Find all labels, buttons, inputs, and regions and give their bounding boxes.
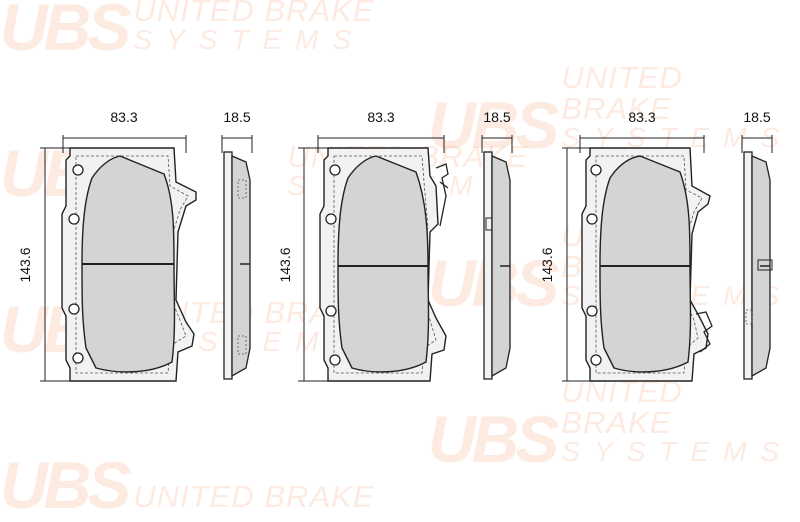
pad-3-wear-indicator [695, 311, 713, 353]
pad-3-group: 83.3 18.5 143.6 [539, 109, 773, 382]
pad-3-height-dimension [562, 147, 592, 382]
pad-1-thickness-dimension [221, 135, 253, 153]
pad-3-width-label: 83.3 [628, 109, 655, 125]
pad-2-wear-indicator [435, 163, 449, 227]
pad-1-thickness-label: 18.5 [223, 109, 250, 125]
pad-1-height-dimension [40, 147, 70, 382]
pad-1-width-dimension [62, 135, 187, 153]
pad-1-side-view [223, 151, 251, 380]
pad-2-side-view [483, 151, 511, 380]
pad-3-friction-block [599, 155, 692, 373]
pad-2-mounting-holes [325, 164, 341, 366]
pad-2-thickness-dimension [481, 135, 513, 153]
pad-2-inner-outline [333, 155, 437, 374]
pad-3-side-view [743, 151, 773, 380]
pad-3-height-label: 143.6 [539, 247, 555, 282]
pad-2-height-dimension [298, 147, 328, 382]
pad-2-group: 83.3 18.5 143.6 [277, 109, 513, 382]
pad-2-width-label: 83.3 [367, 109, 394, 125]
pad-3-inner-outline [595, 155, 703, 374]
pad-3-mounting-holes [586, 164, 602, 366]
pad-1-width-label: 83.3 [110, 109, 137, 125]
pad-2-thickness-label: 18.5 [483, 109, 510, 125]
pad-1-mounting-holes [68, 164, 84, 364]
pad-2-friction-block [337, 155, 430, 373]
pad-1-height-label: 143.6 [17, 247, 33, 282]
pad-2-height-label: 143.6 [277, 247, 293, 282]
pad-3-thickness-dimension [741, 135, 773, 153]
brake-pad-drawing: 83.3 18.5 143.6 [17, 109, 773, 382]
pad-3-width-dimension [579, 135, 705, 153]
pad-1-group: 83.3 18.5 143.6 [17, 109, 253, 382]
pad-2-width-dimension [317, 135, 445, 153]
pad-3-thickness-label: 18.5 [743, 109, 770, 125]
